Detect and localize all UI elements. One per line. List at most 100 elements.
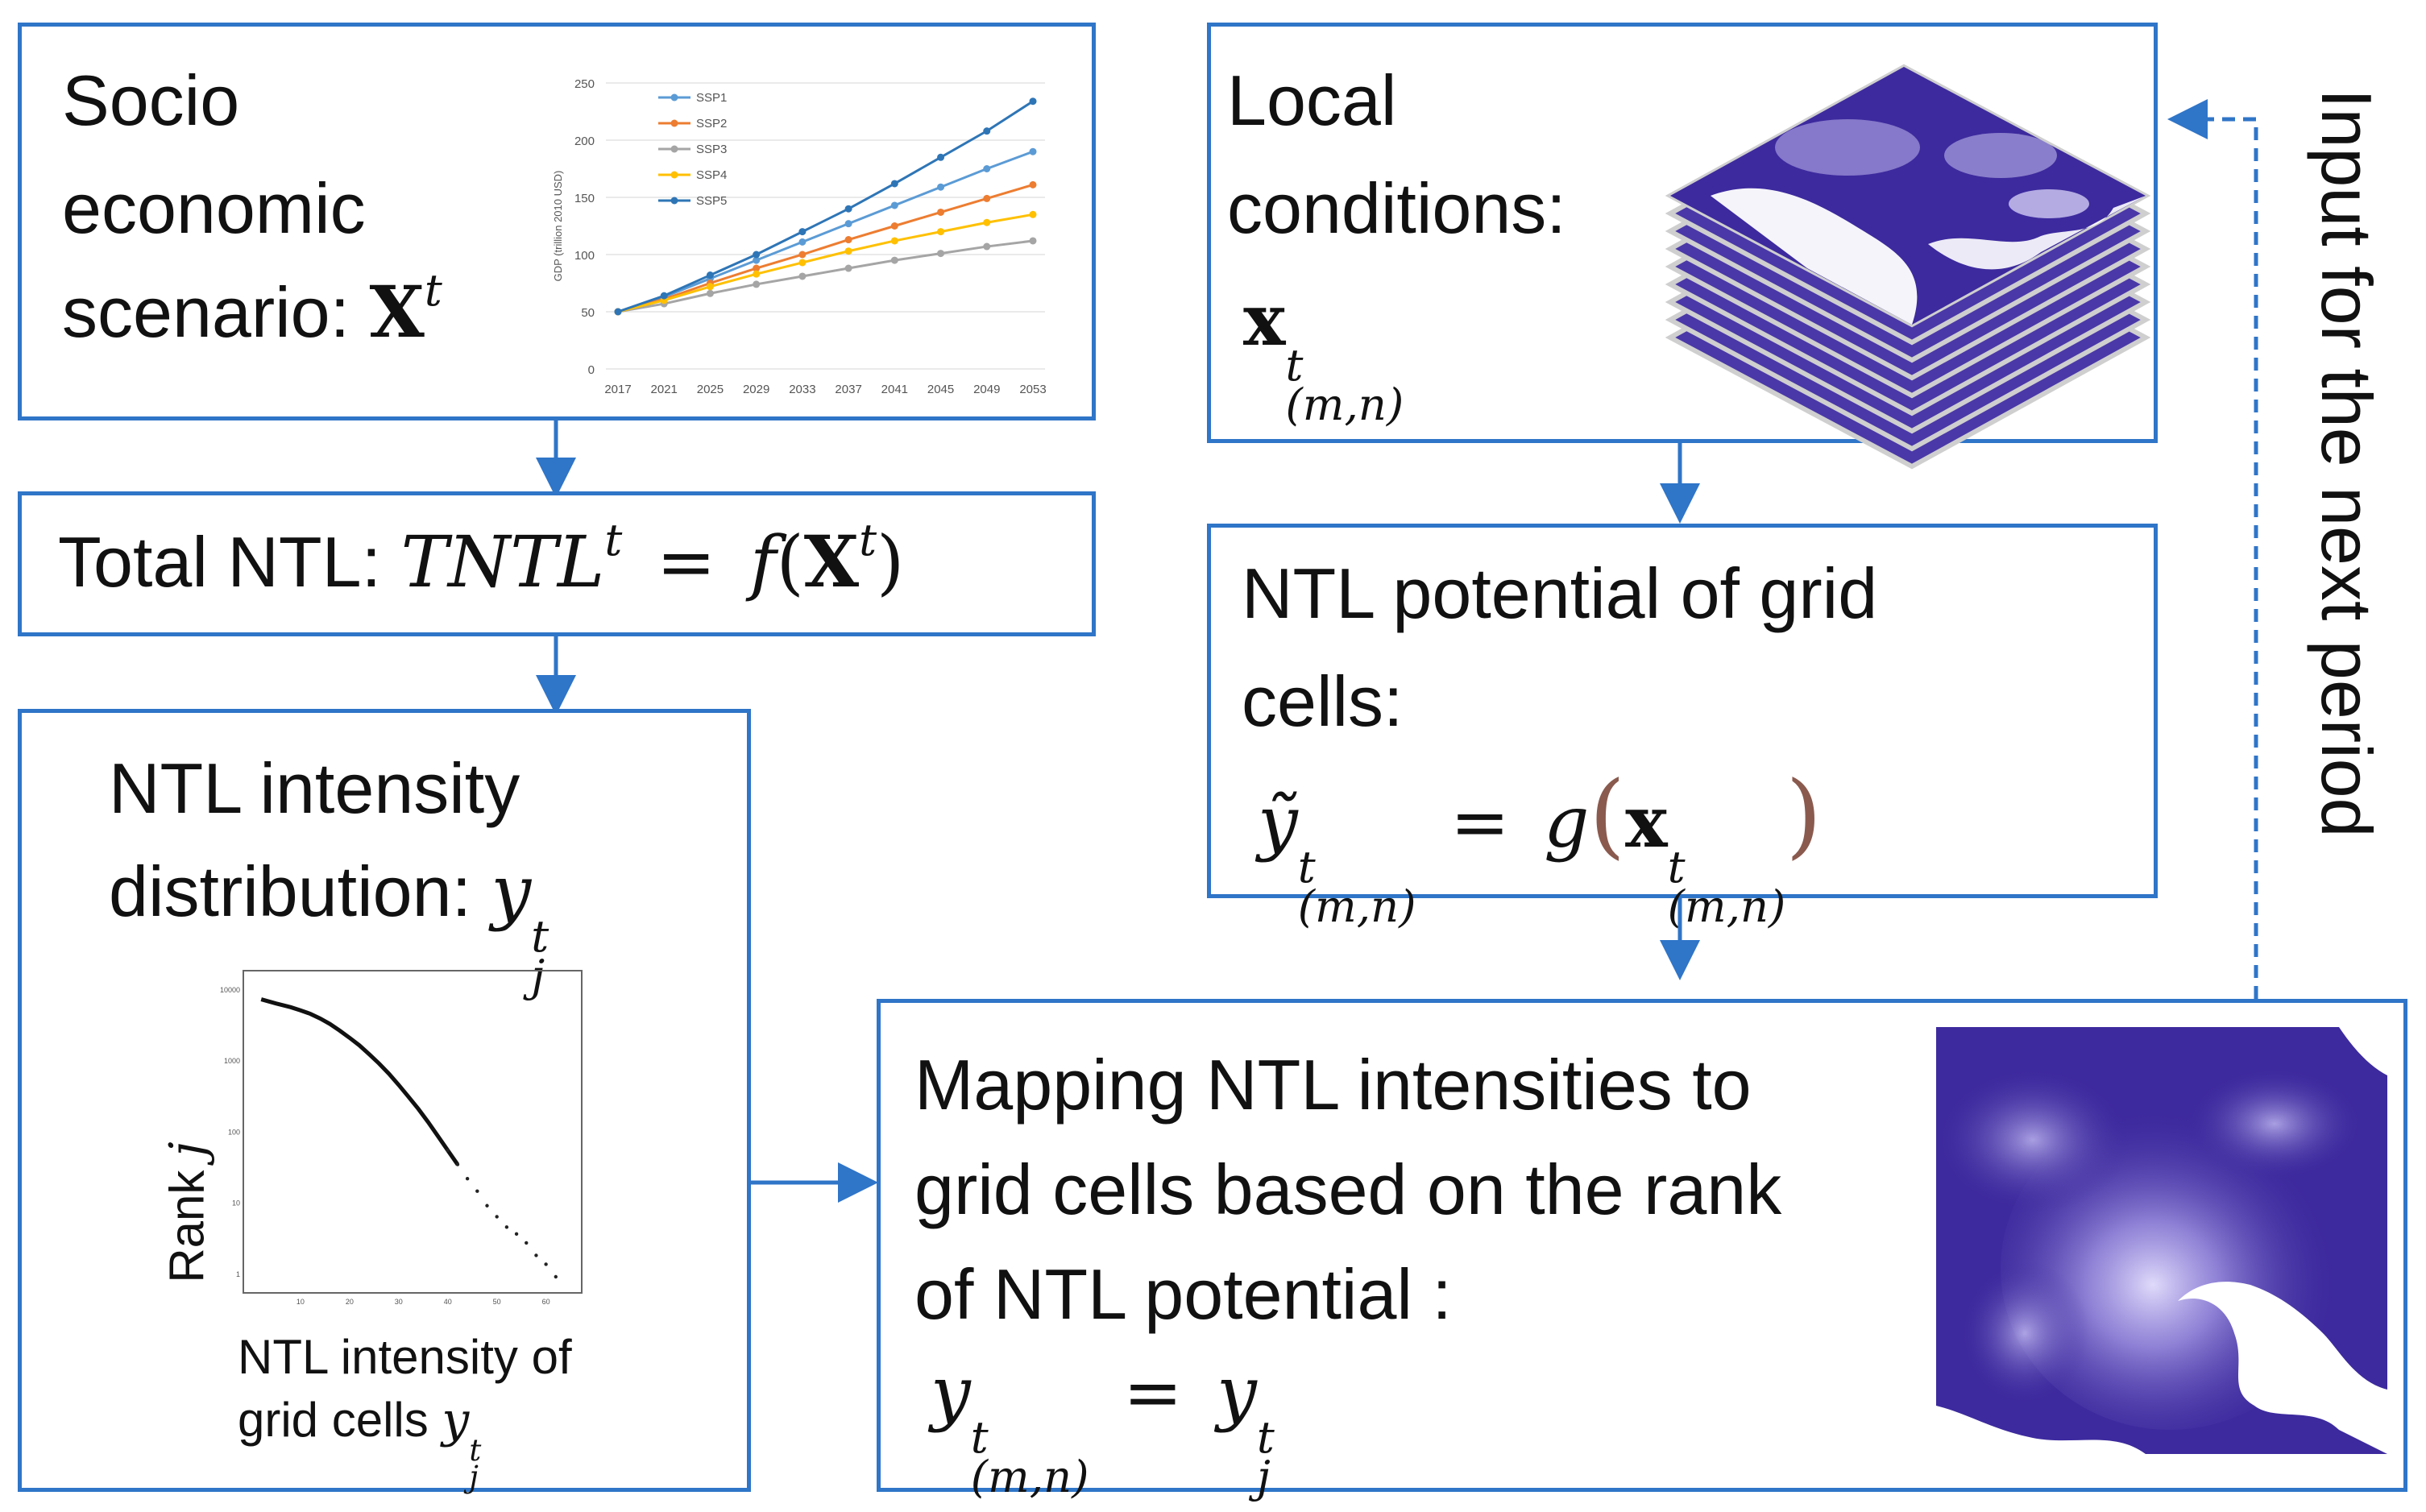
x-tick-label: 2041 <box>881 383 908 396</box>
feedback-label: Input for the next period <box>2307 89 2387 838</box>
y-tick-label: 0 <box>588 363 595 377</box>
local-line1: Local <box>1227 60 1397 140</box>
cloud-patch <box>1775 119 1920 176</box>
data-point <box>983 194 991 202</box>
x-tick-label: 2045 <box>927 383 954 396</box>
socio-line1: Socio <box>62 60 240 140</box>
x-tick-label: 50 <box>493 1298 501 1306</box>
mapping-line1: Mapping NTL intensities to <box>914 1045 1752 1125</box>
y-tick-label: 10 <box>232 1199 240 1208</box>
data-point <box>937 183 945 191</box>
series-line <box>617 100 1034 313</box>
cloud-patch <box>2009 189 2089 218</box>
rank-point <box>525 1241 529 1245</box>
y-axis-label: GDP (trillion 2010 USD) <box>552 171 564 282</box>
data-point <box>937 153 945 161</box>
potential-line2: cells: <box>1242 661 1404 741</box>
data-point <box>706 283 714 291</box>
socio-var: X <box>369 270 425 354</box>
data-point <box>1029 210 1037 218</box>
data-point <box>798 228 807 236</box>
legend-marker <box>670 119 678 127</box>
cloud-patch <box>1944 133 2057 178</box>
x-tick-label: 10 <box>297 1298 305 1306</box>
data-point <box>660 292 668 300</box>
x-tick-label: 30 <box>395 1298 403 1306</box>
data-point <box>753 251 761 259</box>
land-white <box>1928 196 2146 270</box>
data-point <box>753 270 761 278</box>
x-tick-label: 2053 <box>1019 383 1046 396</box>
data-point <box>753 264 761 272</box>
legend-label: SSP5 <box>696 194 727 208</box>
total-ntl-box: Total NTL: TNTLt = f(Xt) <box>18 491 1096 636</box>
data-point <box>844 205 852 213</box>
data-point <box>937 250 945 258</box>
rank-point <box>504 1225 509 1229</box>
y-tick-label: 100 <box>574 249 595 263</box>
data-point <box>1029 97 1037 106</box>
data-point <box>706 289 714 297</box>
rank-point <box>455 1162 460 1166</box>
data-point <box>753 256 761 264</box>
rank-point <box>534 1253 538 1257</box>
y-tick-label: 1 <box>236 1270 240 1278</box>
y-tick-label: 50 <box>581 306 595 320</box>
rank-point <box>495 1215 499 1219</box>
socio-line3: scenario: Xt <box>62 263 442 354</box>
y-tick-label: 200 <box>574 135 595 148</box>
mapping-line3: of NTL potential : <box>914 1254 1452 1334</box>
data-point <box>1029 180 1037 188</box>
rank-point <box>485 1203 489 1208</box>
y-tick-label: 150 <box>574 192 595 205</box>
land-white <box>1711 188 1918 325</box>
legend-marker <box>670 197 678 205</box>
x-tick-label: 2029 <box>743 383 769 396</box>
data-point <box>1029 147 1037 155</box>
rank-point <box>514 1232 519 1237</box>
socio-line2: economic <box>62 168 366 248</box>
series-line <box>617 239 1034 313</box>
legend-label: SSP4 <box>696 168 727 182</box>
series-line <box>617 213 1034 313</box>
legend-marker <box>670 145 678 153</box>
series-line <box>617 150 1034 313</box>
data-point <box>844 236 852 244</box>
rank-point <box>446 1148 450 1153</box>
data-point <box>890 201 898 209</box>
data-point <box>983 165 991 172</box>
data-point <box>983 127 991 135</box>
x-tick-label: 2037 <box>835 383 861 396</box>
socio-economic-box: Socio economic scenario: Xt 0 50 100 150 200… <box>18 23 1096 420</box>
feedback-dashed-arrow <box>2167 99 2258 999</box>
socio-sup: t <box>424 263 442 316</box>
rank-axis-label: Rank j <box>159 1141 216 1283</box>
data-point <box>798 272 807 280</box>
y-tick-label: 250 <box>574 77 595 91</box>
stacked-map-layers-image <box>1665 64 2151 470</box>
data-point <box>1029 237 1037 245</box>
local-line2: conditions: <box>1227 168 1566 248</box>
data-point <box>844 220 852 228</box>
data-point <box>844 247 852 255</box>
data-point <box>937 208 945 216</box>
potential-line1: NTL potential of grid <box>1242 553 1878 633</box>
intensity-line1: NTL intensity <box>109 748 520 828</box>
x-tick-label: 2017 <box>604 383 631 396</box>
data-point <box>890 222 898 230</box>
x-tick-label: 60 <box>542 1298 550 1306</box>
x-tick-label: 20 <box>346 1298 354 1306</box>
x-tick-label: 40 <box>444 1298 452 1306</box>
y-tick-label: 1000 <box>224 1057 240 1065</box>
total-ntl-formula: Total NTL: TNTLt = f(Xt) <box>58 513 905 603</box>
data-point <box>706 271 714 280</box>
x-tick-label: 2033 <box>789 383 815 396</box>
